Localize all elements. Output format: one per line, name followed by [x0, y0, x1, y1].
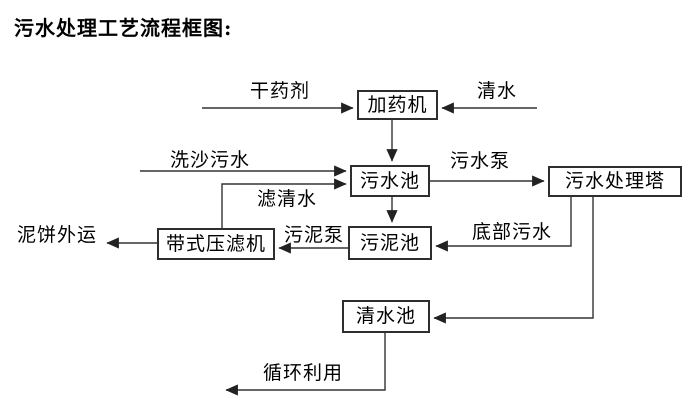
node-sewage-treatment-tower: 污水处理塔: [548, 166, 682, 197]
node-dosing-machine: 加药机: [357, 90, 438, 120]
label-recycle-use: 循环利用: [263, 362, 344, 384]
label-sewage-pump: 污水泵: [450, 150, 511, 172]
arrow-recycle-use: [225, 333, 386, 396]
label-mud-cake-out: 泥饼外运: [17, 224, 98, 246]
label-sand-washing-sewage: 洗沙污水: [170, 149, 251, 171]
label-sludge-pump: 污泥泵: [284, 224, 345, 246]
label-filtered-water: 滤清水: [257, 188, 318, 210]
arrow-bottom-sewage: [435, 197, 572, 252]
label-bottom-sewage: 底部污水: [472, 221, 553, 243]
page-title: 污水处理工艺流程框图:: [14, 16, 233, 40]
arrow-filtered-water: [221, 178, 347, 228]
node-belt-filter-press: 带式压滤机: [157, 228, 275, 260]
arrow-tower-to-clean-water-pool: [433, 197, 594, 324]
node-clean-water-pool: 清水池: [342, 300, 430, 333]
node-sewage-pool: 污水池: [350, 165, 430, 197]
node-sludge-pool: 污泥池: [348, 226, 432, 260]
label-clean-water: 清水: [477, 80, 518, 102]
label-dry-chemical: 干药剂: [250, 80, 311, 102]
